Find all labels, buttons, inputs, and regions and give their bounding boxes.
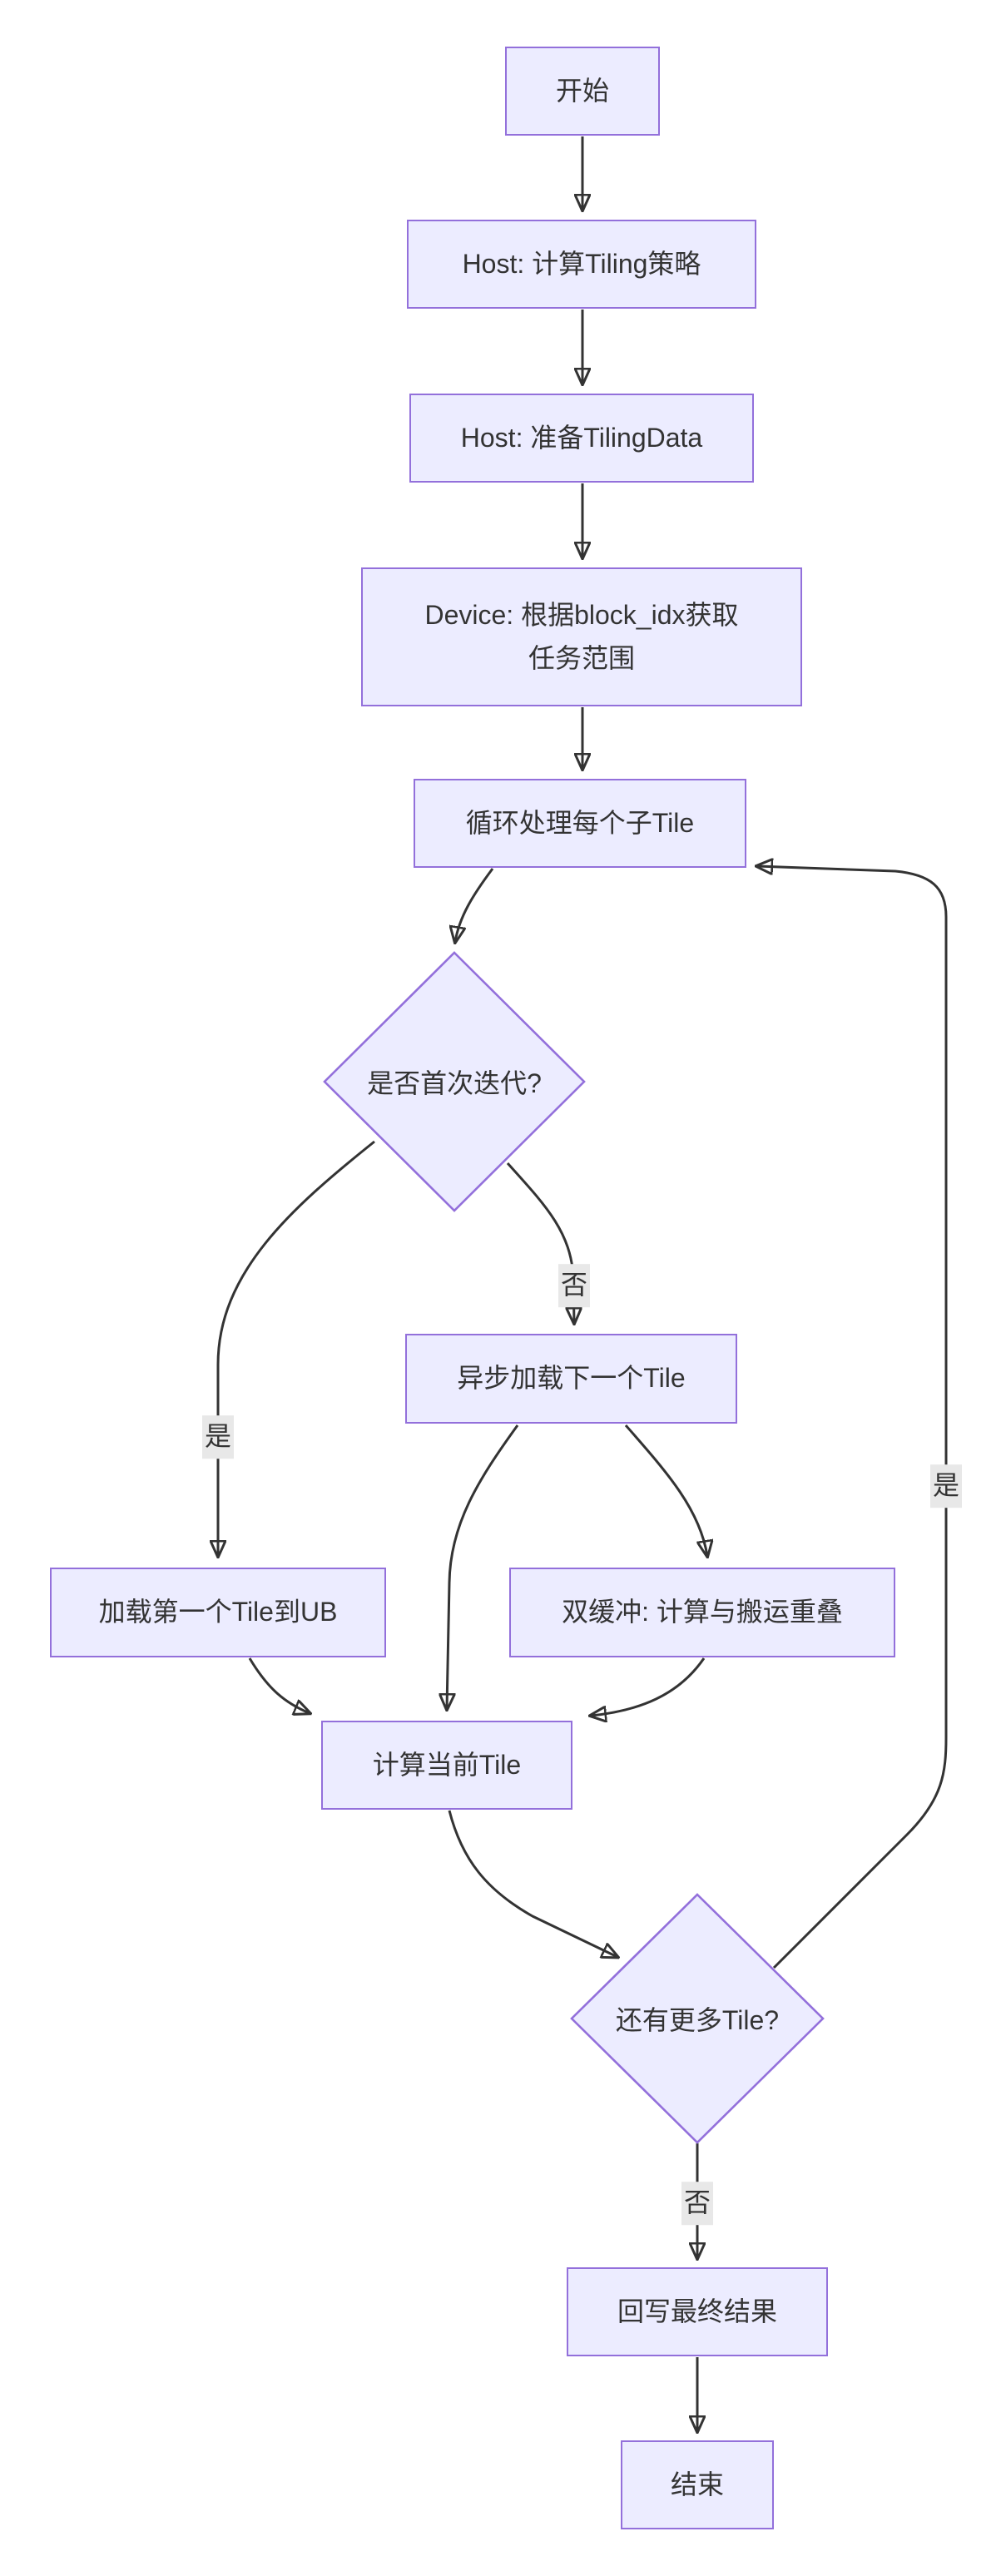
node-double-buffer-overlap: 双缓冲: 计算与搬运重叠 bbox=[509, 1568, 895, 1657]
edge-label-no-first-iteration: 否 bbox=[558, 1264, 591, 1307]
decision-more-tiles-label: 还有更多Tile? bbox=[615, 2005, 780, 2035]
node-start: 开始 bbox=[505, 47, 660, 136]
node-host-prepare-tilingdata: Host: 准备TilingData bbox=[409, 394, 754, 483]
node-end: 结束 bbox=[621, 2440, 774, 2529]
edge-label-yes-more-tiles: 是 bbox=[929, 1464, 963, 1508]
decision-more-tiles bbox=[570, 1893, 825, 2144]
node-load-first-tile-to-ub: 加载第一个Tile到UB bbox=[50, 1568, 386, 1657]
decision-is-first-iteration-label: 是否首次迭代? bbox=[367, 1068, 542, 1098]
node-host-prepare-tilingdata-label: Host: 准备TilingData bbox=[460, 422, 703, 453]
node-host-compute-tiling-label: Host: 计算Tiling策略 bbox=[462, 248, 701, 279]
node-compute-current-tile-label: 计算当前Tile bbox=[372, 1749, 522, 1780]
edge-compute-to-more-tiles bbox=[448, 1810, 617, 1957]
edge-double-buffer-to-compute bbox=[591, 1657, 706, 1716]
node-load-first-tile-to-ub-label: 加载第一个Tile到UB bbox=[98, 1597, 338, 1627]
node-compute-current-tile: 计算当前Tile bbox=[321, 1721, 572, 1810]
edge-load-first-to-compute bbox=[248, 1657, 310, 1713]
node-write-back-final-result: 回写最终结果 bbox=[567, 2267, 828, 2356]
node-async-load-next-tile: 异步加载下一个Tile bbox=[405, 1334, 737, 1424]
node-end-label: 结束 bbox=[670, 2469, 724, 2499]
node-device-line-1: Device: 根据block_idx获取 bbox=[424, 599, 739, 630]
edge-label-no-more-tiles: 否 bbox=[681, 2182, 714, 2225]
edge-label-yes-first-iteration: 是 bbox=[201, 1415, 235, 1459]
edge-async-to-double-buffer bbox=[624, 1424, 707, 1556]
node-write-back-final-result-label: 回写最终结果 bbox=[617, 2296, 777, 2326]
node-start-label: 开始 bbox=[555, 75, 609, 106]
node-device-get-task-range: Device: 根据block_idx获取 任务范围 bbox=[361, 567, 802, 706]
edge-async-to-compute bbox=[447, 1424, 519, 1709]
node-loop-each-subtile: 循环处理每个子Tile bbox=[414, 779, 746, 868]
node-host-compute-tiling: Host: 计算Tiling策略 bbox=[407, 220, 756, 309]
edge-yes-to-load-first bbox=[218, 1140, 375, 1556]
node-async-load-next-tile-label: 异步加载下一个Tile bbox=[457, 1363, 686, 1394]
node-loop-each-subtile-label: 循环处理每个子Tile bbox=[465, 807, 695, 838]
edge-yes-loop-back bbox=[757, 866, 948, 1969]
edge-loop-to-first-iteration bbox=[455, 868, 494, 942]
node-double-buffer-overlap-label: 双缓冲: 计算与搬运重叠 bbox=[562, 1597, 843, 1627]
decision-is-first-iteration bbox=[323, 951, 586, 1212]
node-device-line-2: 任务范围 bbox=[528, 642, 635, 673]
